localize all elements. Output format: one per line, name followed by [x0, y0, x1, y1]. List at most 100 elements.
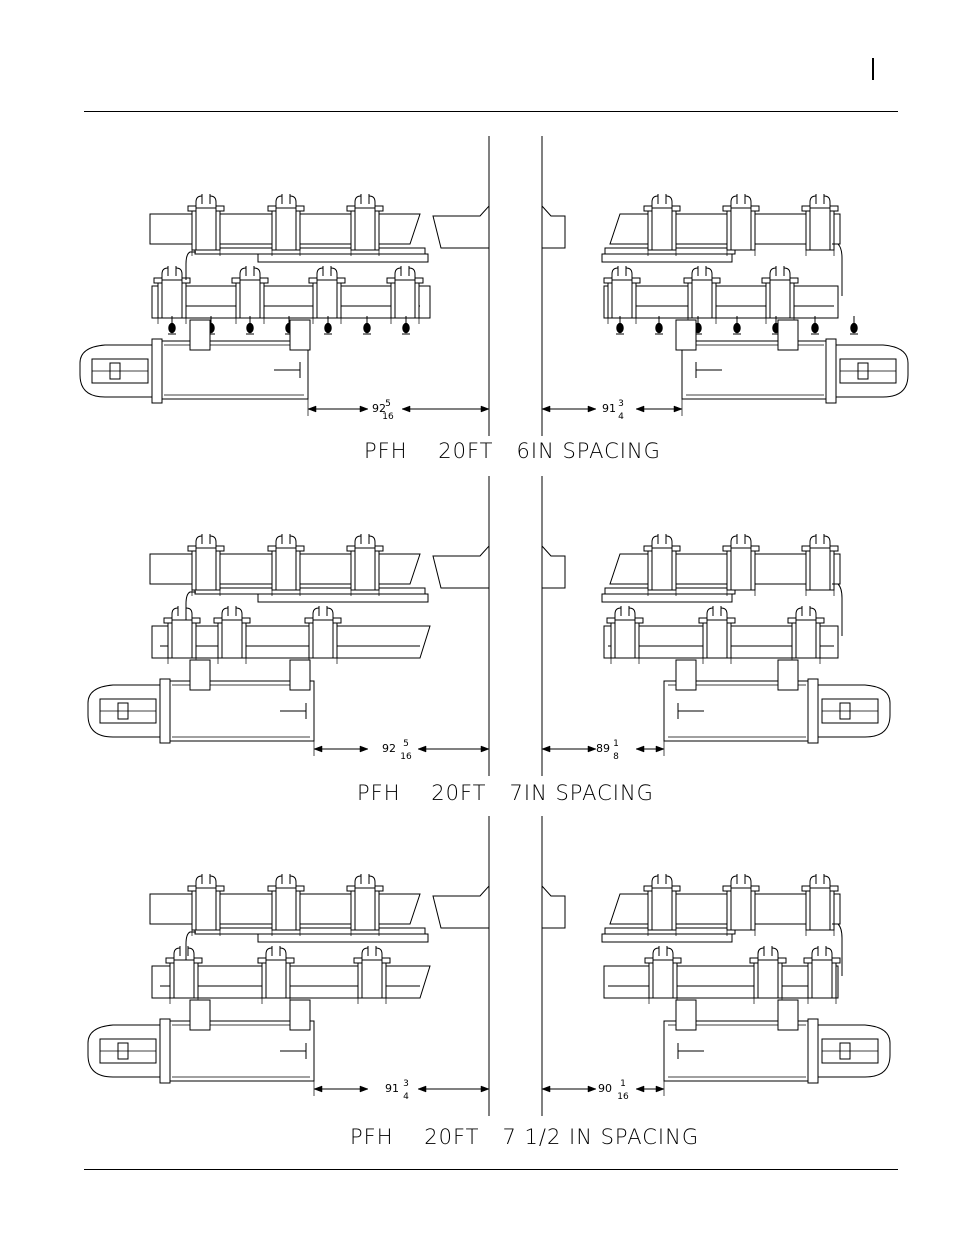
- wheel-mount-plate: [807, 678, 819, 744]
- nut: [346, 205, 356, 212]
- right-dimension-numerator: 1: [620, 1079, 626, 1089]
- u-bolt-clamp: [213, 606, 251, 664]
- clamp-plate: [271, 887, 301, 931]
- nut: [295, 205, 305, 212]
- nut: [671, 545, 681, 552]
- gauge-wheel-assembly: [87, 1018, 171, 1084]
- u-bolt-clamp: [187, 874, 225, 936]
- shank-coil: [733, 322, 741, 334]
- toolbar-assembly-drawing: [79, 136, 909, 436]
- u-bolt: [809, 535, 817, 590]
- arrowhead: [587, 1085, 597, 1093]
- u-bolt: [823, 535, 831, 590]
- u-bolt-clamp: [187, 194, 225, 256]
- nut: [215, 205, 225, 212]
- pivot-bracket: [675, 319, 697, 351]
- link-arm: [832, 923, 843, 976]
- u-bolt: [171, 607, 179, 658]
- nut: [353, 957, 363, 964]
- pivot-bracket: [189, 659, 211, 691]
- arrowhead: [307, 405, 317, 413]
- shank-coil: [655, 322, 663, 334]
- pivot-bracket: [189, 319, 211, 351]
- u-bolt: [408, 267, 416, 318]
- hitch-plate: [194, 587, 426, 595]
- u-bolt: [769, 267, 777, 318]
- right-dimension-numerator: 3: [618, 399, 624, 409]
- hitch-plate: [601, 933, 733, 943]
- u-bolt: [289, 195, 297, 250]
- clamp-plate: [607, 279, 637, 319]
- nut: [831, 957, 841, 964]
- footer-rule: [84, 1169, 898, 1170]
- centre-hitch-tube: [541, 884, 566, 929]
- u-bolt: [783, 267, 791, 318]
- arrowhead: [401, 405, 411, 413]
- u-bolt-clamp: [603, 266, 641, 324]
- nut: [374, 885, 384, 892]
- u-bolt: [275, 535, 283, 590]
- u-bolt: [209, 195, 217, 250]
- u-bolt-clamp: [761, 266, 799, 324]
- u-bolt: [173, 947, 181, 998]
- spring-box: [663, 1020, 811, 1082]
- left-dimension-numerator: 5: [385, 399, 391, 409]
- arrowhead: [480, 1085, 490, 1093]
- arrowhead: [541, 1085, 551, 1093]
- u-bolt: [825, 947, 833, 998]
- wheel-shroud: [79, 344, 160, 398]
- u-bolt: [209, 875, 217, 930]
- nut: [801, 205, 811, 212]
- u-bolt-clamp: [165, 946, 203, 1004]
- nut: [803, 957, 813, 964]
- nut: [295, 545, 305, 552]
- right-dimension-whole: 91: [602, 402, 616, 415]
- right-dimension-whole: 89: [596, 742, 610, 755]
- clamp-plate: [350, 887, 380, 931]
- clamp-plate: [648, 959, 678, 999]
- nut: [750, 545, 760, 552]
- nut: [722, 885, 732, 892]
- clamp-plate: [647, 207, 677, 251]
- left-dimension-whole: 92: [372, 402, 386, 415]
- u-bolt-clamp: [643, 534, 681, 596]
- right-dimension-denominator: 16: [617, 1092, 629, 1102]
- left-dimension-denominator: 4: [403, 1092, 409, 1102]
- u-bolt-clamp: [308, 266, 346, 324]
- u-bolt: [666, 947, 674, 998]
- nut: [722, 545, 732, 552]
- clamp-plate: [390, 279, 420, 319]
- hitch-plate: [601, 253, 733, 263]
- gauge-wheel-assembly: [807, 678, 891, 744]
- wheel-mount-plate: [807, 1018, 819, 1084]
- pivot-bracket: [289, 659, 311, 691]
- hitch-plate: [257, 253, 429, 263]
- nut: [671, 885, 681, 892]
- u-bolt: [823, 875, 831, 930]
- header-rule: [84, 111, 898, 112]
- nut: [643, 205, 653, 212]
- nut: [215, 545, 225, 552]
- u-bolt: [368, 195, 376, 250]
- clamp-plate: [805, 887, 835, 931]
- u-bolt-clamp: [267, 194, 305, 256]
- nut: [332, 617, 342, 624]
- arrowhead: [480, 745, 490, 753]
- u-bolt: [744, 195, 752, 250]
- u-bolt: [628, 607, 636, 658]
- left-dimension-denominator: 16: [400, 752, 412, 762]
- u-bolt-clamp: [801, 534, 839, 596]
- shank-coil: [363, 322, 371, 334]
- nut: [644, 957, 654, 964]
- spring-box: [681, 340, 829, 400]
- u-bolt: [744, 535, 752, 590]
- clamp-plate: [271, 207, 301, 251]
- clamp-plate: [191, 547, 221, 591]
- nut: [267, 545, 277, 552]
- nut: [374, 545, 384, 552]
- nut: [698, 617, 708, 624]
- shank-coil: [246, 322, 254, 334]
- centre-hitch-tube: [432, 544, 490, 589]
- link-arm: [832, 243, 843, 296]
- shank-coil: [616, 322, 624, 334]
